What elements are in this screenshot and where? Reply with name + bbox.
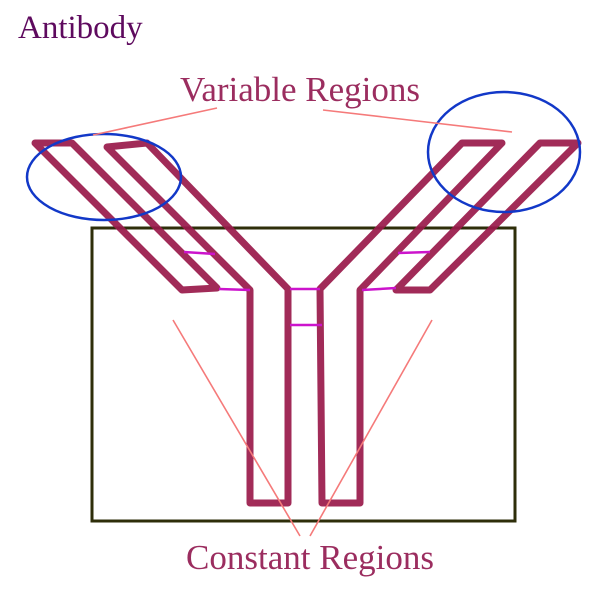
variable-pointer-right xyxy=(322,109,513,133)
disulfide-bond xyxy=(183,250,216,256)
right-light-chain xyxy=(392,139,582,294)
left-variable-region-ellipse xyxy=(25,132,183,222)
right-heavy-chain xyxy=(316,139,506,507)
right-variable-region-ellipse xyxy=(426,90,582,214)
diagram-title: Antibody xyxy=(18,10,143,46)
disulfide-bond xyxy=(397,250,431,255)
constant-pointer-left xyxy=(172,319,301,537)
left-heavy-chain xyxy=(103,139,292,507)
constant-regions-label: Constant Regions xyxy=(186,538,434,577)
variable-pointer-left xyxy=(92,107,218,136)
constant-pointer-right xyxy=(309,319,433,537)
disulfide-bond xyxy=(361,286,397,292)
disulfide-bond xyxy=(218,287,251,292)
constant-region-box xyxy=(90,226,517,523)
variable-regions-label: Variable Regions xyxy=(180,70,420,109)
